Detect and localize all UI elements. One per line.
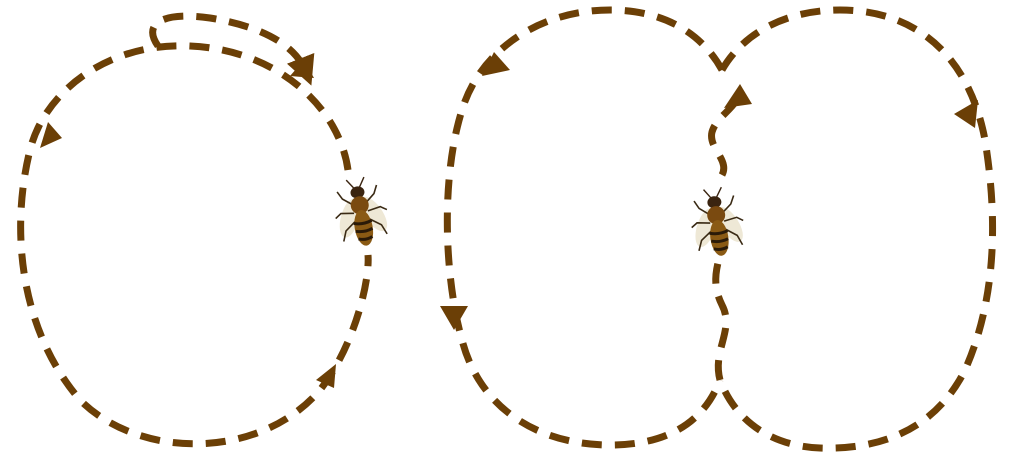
waggle-run-path — [716, 255, 726, 380]
arrowhead-icon — [954, 100, 978, 128]
bee-icon — [327, 174, 395, 251]
round-dance — [0, 0, 395, 444]
waggle-left-loop-path — [447, 10, 722, 445]
bee-icon — [684, 184, 750, 259]
arrowhead-icon — [316, 364, 336, 388]
arrowhead-icon — [440, 306, 468, 330]
waggle-run-top-path — [712, 98, 738, 175]
round-dance-loop-path — [21, 46, 369, 444]
waggle-dance — [290, 10, 993, 448]
arrowhead-icon — [290, 60, 314, 78]
waggle-right-loop-path — [720, 10, 993, 448]
arrowhead-icon — [724, 84, 752, 108]
